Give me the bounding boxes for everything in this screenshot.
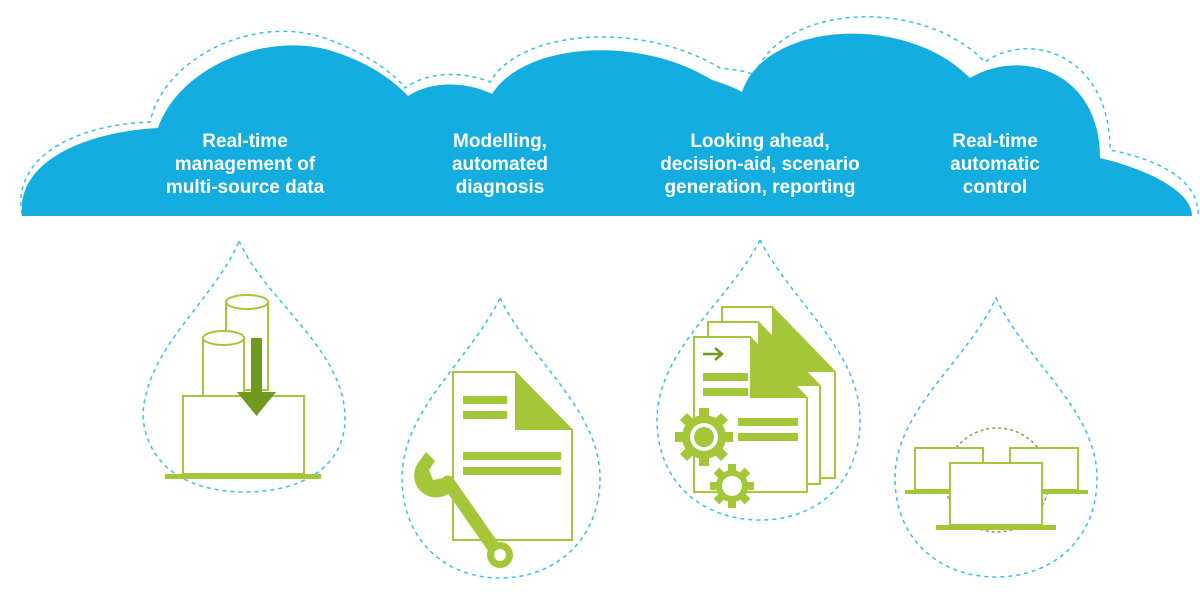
drop-outline-1 <box>142 239 346 493</box>
cloud-dashed-outline <box>20 16 1199 215</box>
stage-3-label: Looking ahead, decision-aid, scenario ge… <box>660 131 860 198</box>
doc-line-3 <box>463 452 561 460</box>
drop-outline-4 <box>894 296 1098 578</box>
down-arrow-shaft <box>251 338 262 396</box>
wrench-icon <box>414 452 513 568</box>
doc-line-4 <box>463 467 561 475</box>
database-cylinder-front <box>202 338 245 399</box>
stage-4-label: Real-time automatic control <box>950 131 1040 198</box>
down-arrow-head <box>237 392 276 416</box>
arrow-right-icon <box>703 347 724 361</box>
doc-line-2 <box>463 411 507 419</box>
stage-1-label: Real-time management of multi-source dat… <box>165 131 325 198</box>
documents-gears-icon <box>675 306 836 508</box>
cloud-shape <box>22 33 1192 216</box>
gear-large-icon <box>675 408 733 466</box>
laptop-center-base <box>936 525 1056 530</box>
laptop-center-screen <box>949 462 1043 526</box>
document-wrench-icon <box>414 371 573 568</box>
stage-2-label: Modelling, automated diagnosis <box>451 131 549 198</box>
document-fold <box>515 372 572 430</box>
database-to-laptop-icon <box>165 294 321 479</box>
gear-small-icon <box>710 464 754 508</box>
doc-line-1 <box>463 396 507 404</box>
drop-outline-3 <box>656 238 861 521</box>
networked-laptops-icon <box>905 427 1088 533</box>
database-cylinder-front-top <box>202 330 245 346</box>
laptop-base <box>165 474 321 479</box>
laptop-screen <box>182 395 305 475</box>
database-cylinder-back-top <box>225 294 269 310</box>
laptop-right-base <box>1000 490 1088 494</box>
